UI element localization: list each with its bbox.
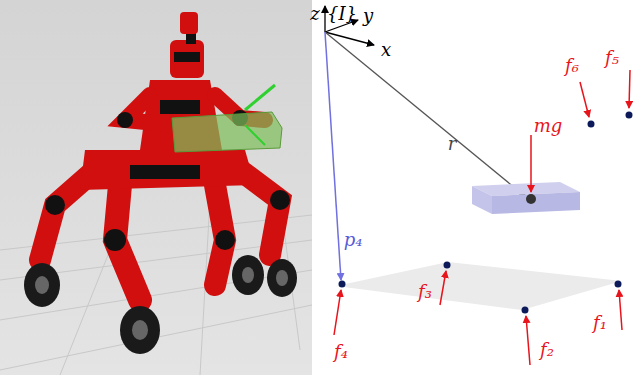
force-label: f₅ bbox=[605, 49, 619, 67]
force-label: f₄ bbox=[334, 343, 348, 361]
force-label: f₆ bbox=[565, 57, 579, 75]
axis-label: y bbox=[363, 7, 373, 25]
vector-label: p₄ bbox=[344, 231, 363, 249]
vector-label: r bbox=[448, 135, 457, 153]
force-label: mg bbox=[534, 117, 563, 135]
axis-label: x bbox=[381, 41, 391, 59]
frame-label: {I} bbox=[327, 5, 357, 23]
axis-label: z bbox=[310, 5, 319, 23]
force-label: f₂ bbox=[540, 341, 554, 359]
force-label: f₃ bbox=[418, 283, 432, 301]
force-label: f₁ bbox=[593, 314, 607, 332]
